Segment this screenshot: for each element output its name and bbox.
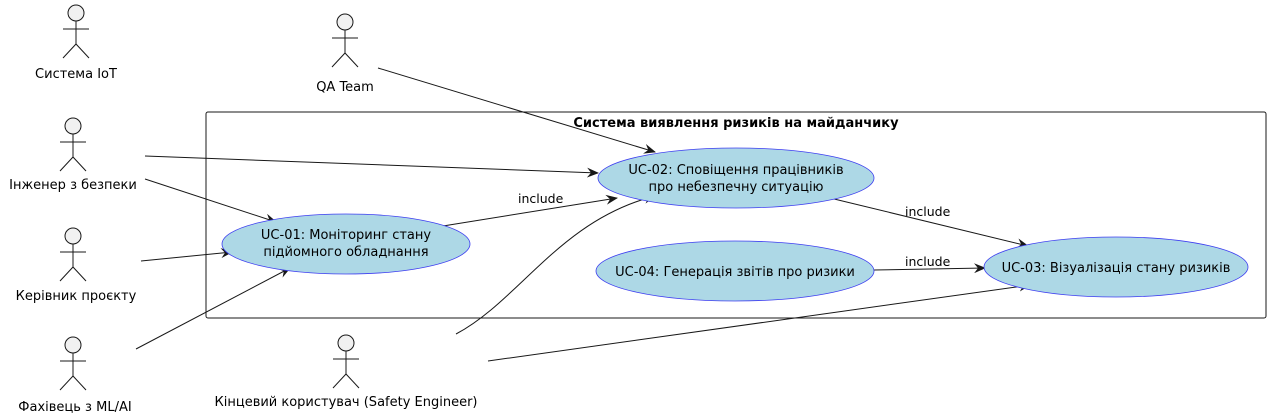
edge-label-uc02-uc03: include — [905, 204, 951, 219]
actor-label-iot: Система IoT — [35, 67, 117, 82]
actors: Система IoT QA Team Інженер з безпеки — [9, 4, 478, 415]
use-case-uc02-label-line2: про небезпечну ситуацію — [649, 180, 824, 195]
actor-label-ml: Фахівець з ML/AI — [18, 400, 131, 415]
actor-label-qa: QA Team — [316, 80, 374, 95]
use-case-uc04[interactable]: UC-04: Генерація звітів про ризики — [595, 240, 875, 302]
actor-icon — [332, 334, 360, 389]
edge-enduser-to-uc03 — [487, 281, 1031, 362]
actor-enduser[interactable]: Кінцевий користувач (Safety Engineer) — [215, 334, 478, 410]
use-case-uc02-label-line1: UC-02: Сповіщення працівників — [628, 163, 843, 178]
use-case-uc03-label: UC-03: Візуалізація стану ризиків — [1002, 261, 1231, 276]
use-case-uc01-label-line2: підйомного обладнання — [263, 245, 428, 260]
edge-uc01-to-uc02 — [442, 194, 618, 227]
edges — [135, 67, 1031, 362]
actor-icon — [59, 117, 87, 172]
edge-ml-to-uc01 — [135, 267, 291, 350]
edge-label-uc04-uc03: include — [905, 254, 951, 269]
actor-icon — [59, 227, 87, 282]
use-case-uc01[interactable]: UC-01: Моніторинг стану підйомного облад… — [221, 213, 471, 275]
edge-enduser-to-uc02 — [455, 193, 656, 335]
actor-label-safety: Інженер з безпеки — [9, 178, 137, 193]
actor-pm[interactable]: Керівник проєкту — [16, 227, 137, 304]
use-cases: UC-01: Моніторинг стану підйомного облад… — [221, 147, 1249, 302]
use-case-uc04-shape — [595, 240, 875, 302]
actor-safety[interactable]: Інженер з безпеки — [9, 117, 137, 193]
use-case-uc01-shape — [221, 213, 471, 275]
edge-uc02-to-uc03 — [829, 197, 1029, 249]
actor-icon — [62, 4, 90, 59]
actor-label-pm: Керівник проєкту — [16, 289, 137, 304]
edge-labels: include include include — [518, 191, 951, 269]
use-case-uc03-shape — [983, 236, 1249, 298]
actor-label-enduser: Кінцевий користувач (Safety Engineer) — [215, 395, 478, 410]
use-case-uc03[interactable]: UC-03: Візуалізація стану ризиків — [983, 236, 1249, 298]
actor-qa[interactable]: QA Team — [316, 13, 374, 95]
actor-iot[interactable]: Система IoT — [35, 4, 117, 82]
edge-label-uc01-uc02: include — [518, 191, 564, 206]
edge-pm-to-uc01 — [140, 248, 233, 262]
use-case-uc02[interactable]: UC-02: Сповіщення працівників про небезп… — [597, 147, 875, 209]
actor-icon — [331, 13, 359, 68]
use-case-uc04-label: UC-04: Генерація звітів про ризики — [615, 265, 855, 280]
system-boundary-title: Система виявлення ризиків на майданчику — [573, 116, 899, 131]
use-case-uc01-label-line1: UC-01: Моніторинг стану — [261, 228, 431, 243]
edge-safety-to-uc01 — [144, 178, 277, 224]
edge-qa-to-uc02 — [377, 67, 656, 154]
system-boundary: Система виявлення ризиків на майданчику — [205, 111, 1267, 319]
edge-safety-to-uc02 — [144, 155, 599, 178]
actor-ml[interactable]: Фахівець з ML/AI — [18, 336, 132, 415]
actor-icon — [59, 336, 87, 391]
edge-uc04-to-uc03 — [873, 263, 986, 274]
use-case-uc02-shape — [597, 147, 875, 209]
system-boundary-frame — [205, 111, 1267, 319]
